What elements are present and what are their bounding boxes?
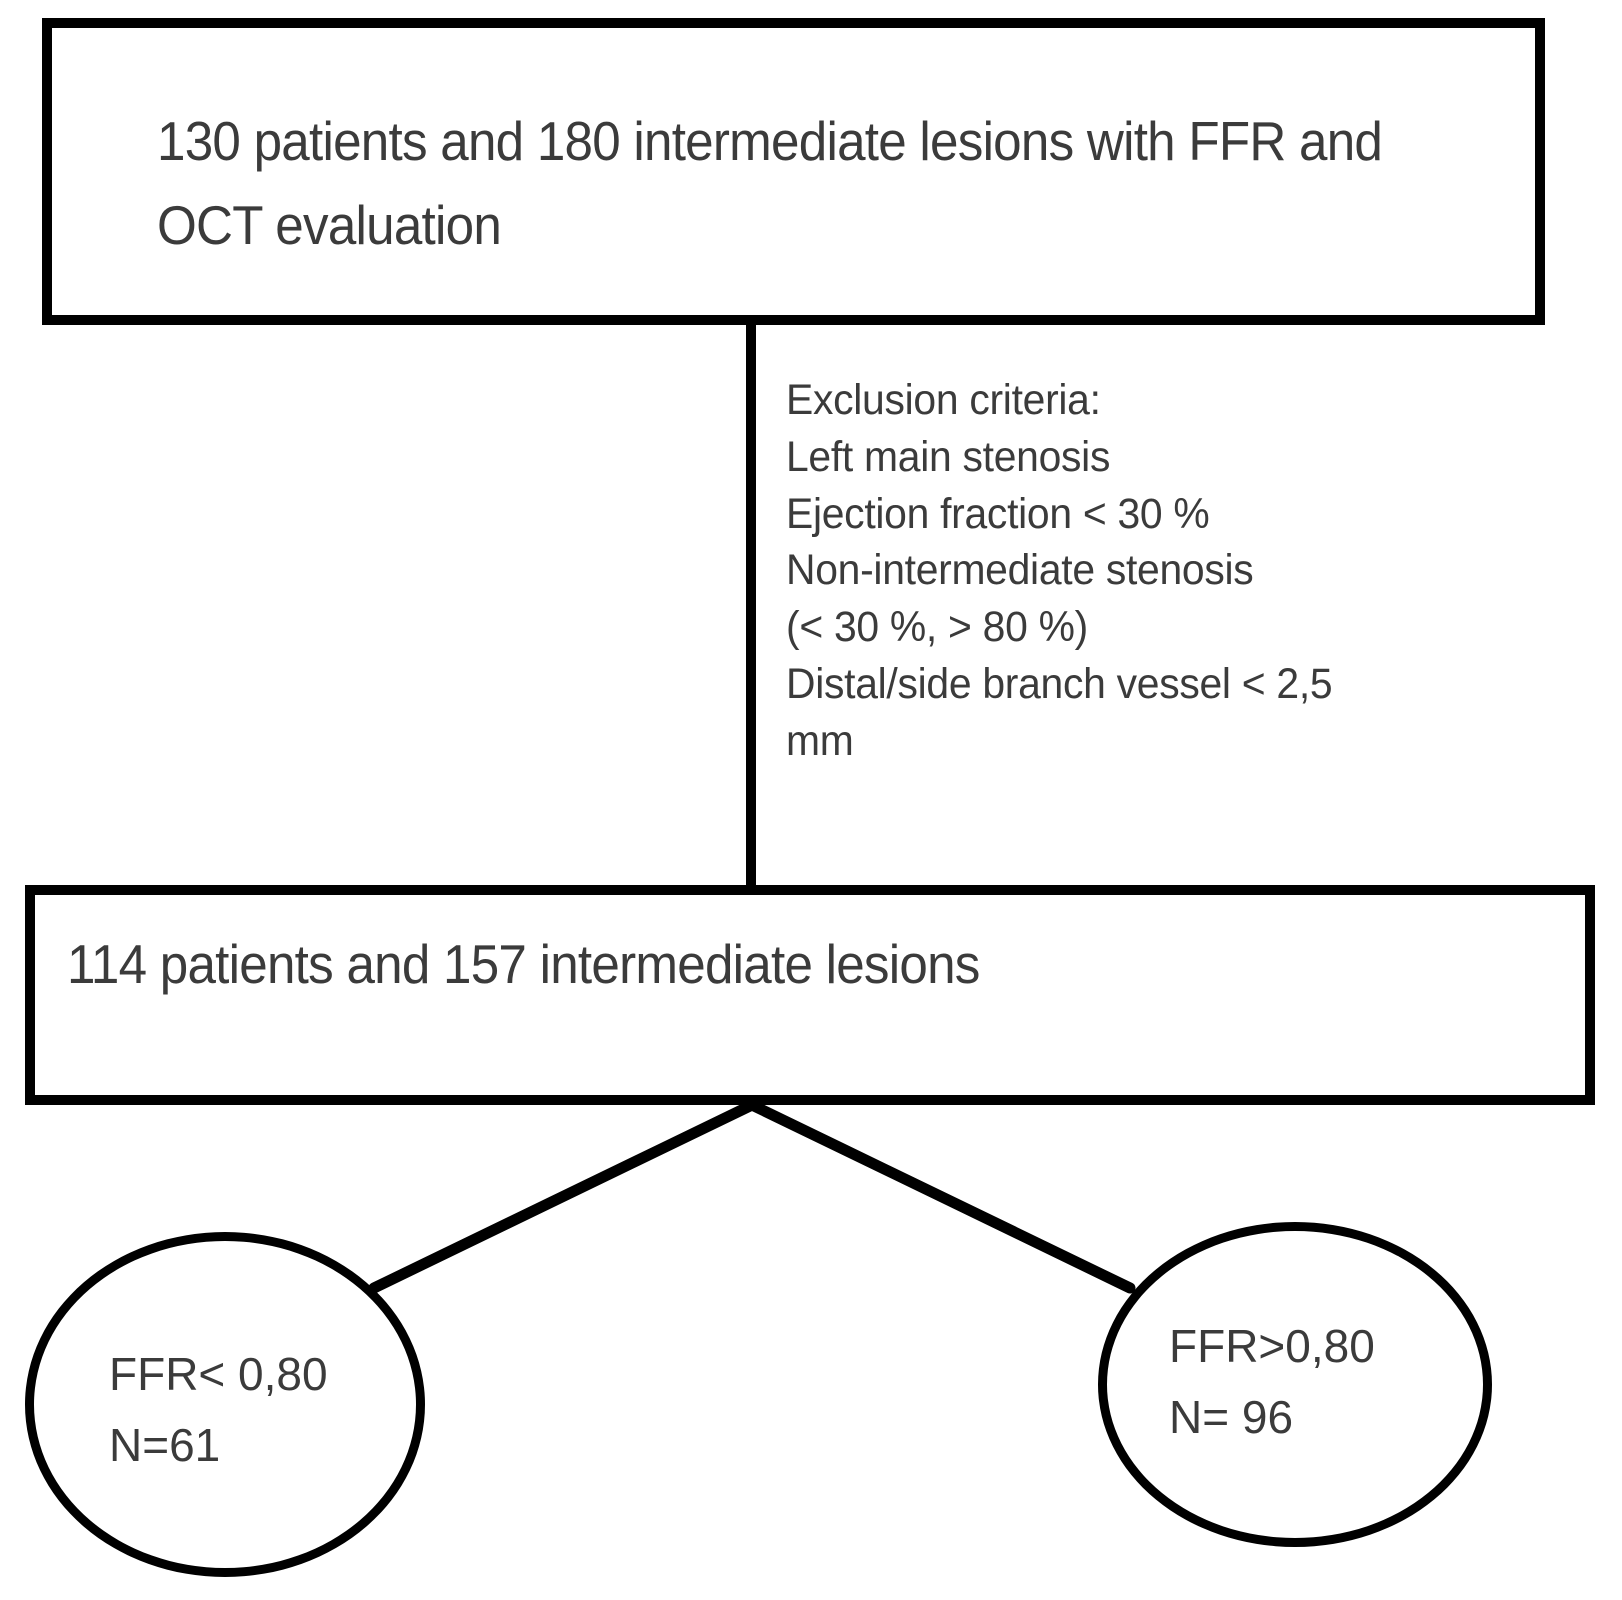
enrollment-box-label: 130 patients and 180 intermediate lesion… xyxy=(157,110,1383,256)
enrollment-box: 130 patients and 180 intermediate lesion… xyxy=(42,18,1545,325)
ffr-low-ellipse: FFR< 0,80 N=61 xyxy=(25,1232,425,1577)
exclusion-criteria-text: Exclusion criteria: Left main stenosis E… xyxy=(786,376,1333,765)
connector-enrollment-to-included xyxy=(746,320,756,890)
ffr-high-label: FFR>0,80 N= 96 xyxy=(1169,1320,1375,1444)
branch-connectors xyxy=(368,1099,1136,1294)
ffr-high-ellipse: FFR>0,80 N= 96 xyxy=(1098,1222,1492,1547)
connector-to-ffr-high xyxy=(746,1099,1136,1294)
ffr-low-label: FFR< 0,80 N=61 xyxy=(109,1348,328,1472)
included-box-label: 114 patients and 157 intermediate lesion… xyxy=(67,933,980,995)
connector-to-ffr-low xyxy=(368,1099,758,1294)
included-box: 114 patients and 157 intermediate lesion… xyxy=(25,885,1595,1105)
